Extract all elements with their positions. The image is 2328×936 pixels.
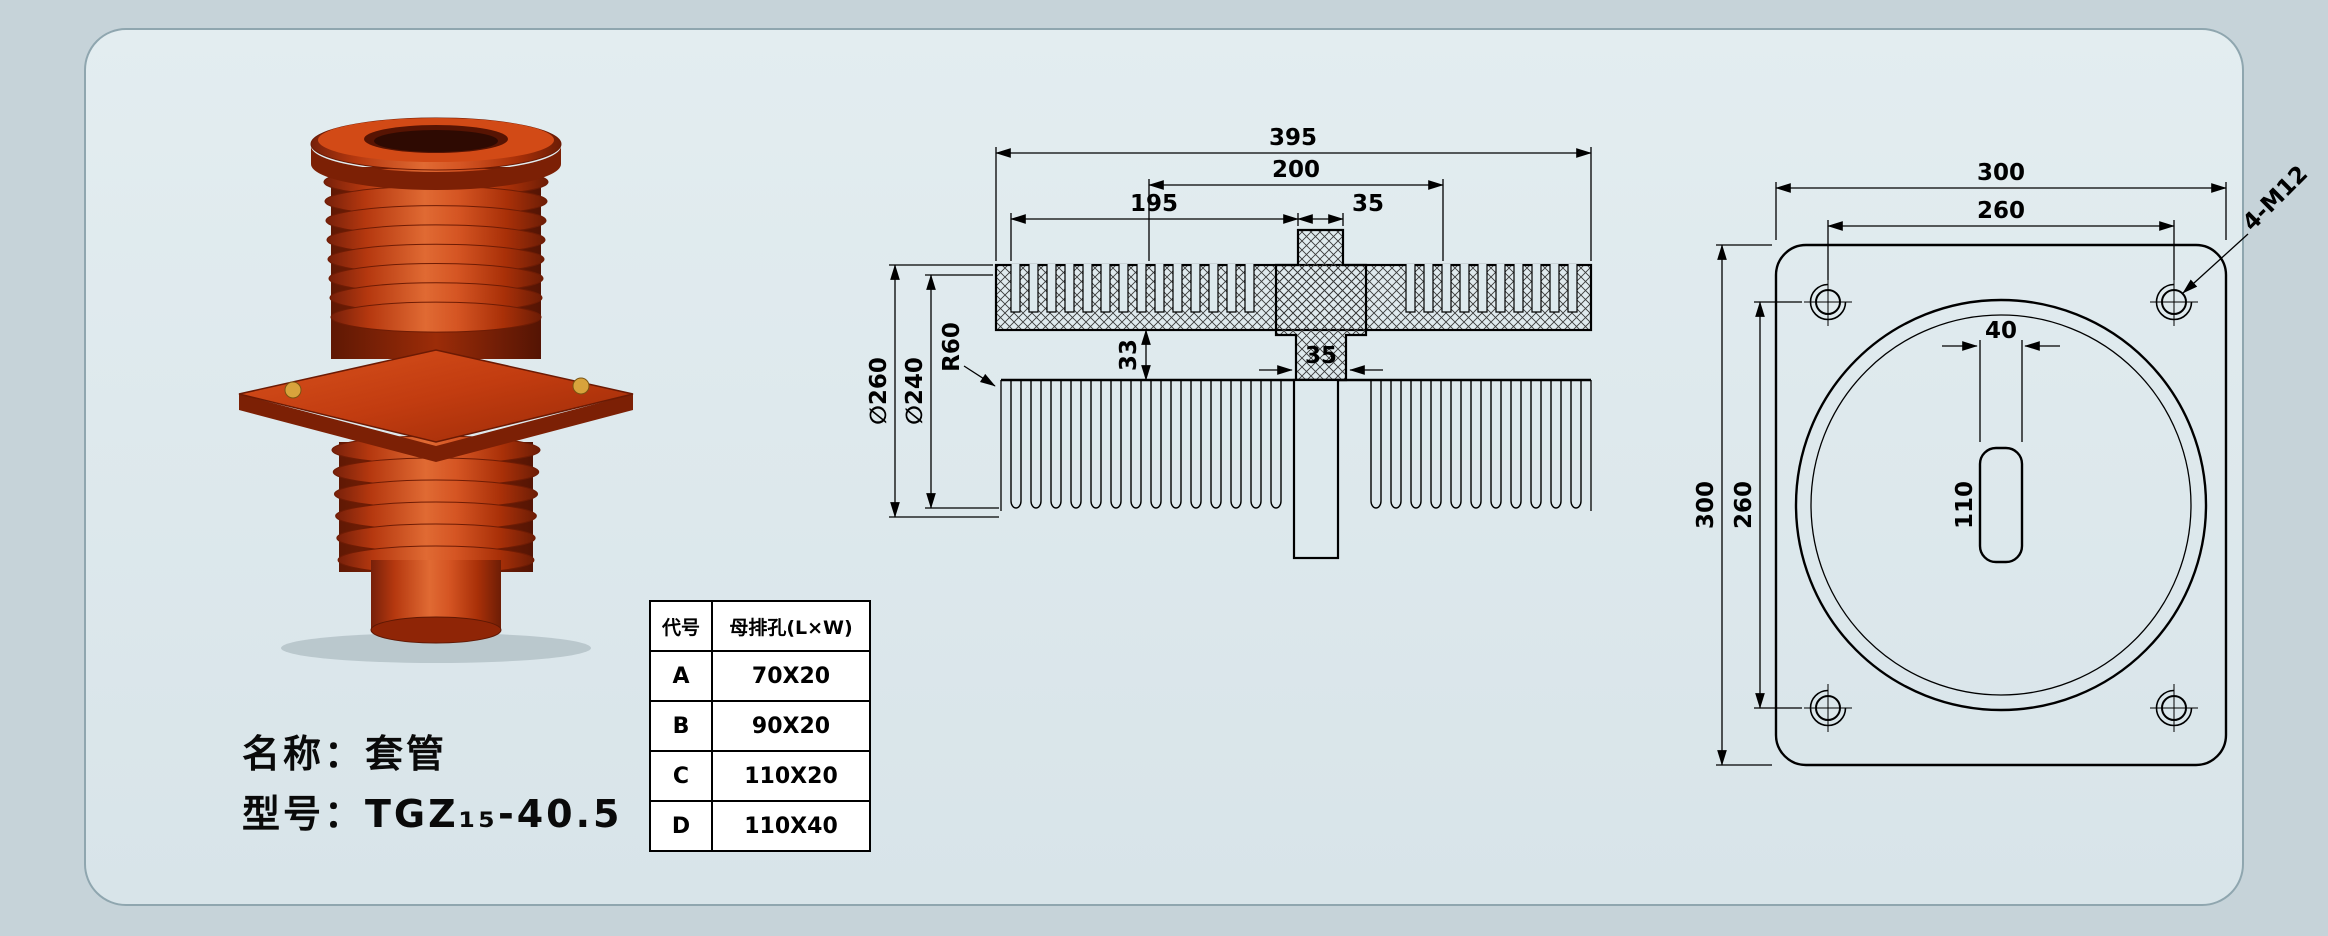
band-slots-right	[1405, 264, 1578, 313]
cell-size-b: 90X20	[711, 700, 871, 752]
dim-35-mid: 35	[1259, 343, 1383, 375]
busbar-slot-section	[1292, 378, 1340, 560]
insulator-inner-circle	[1810, 314, 2192, 696]
cell-size-a: 70X20	[711, 650, 871, 702]
busbar-hole-table: 代号 母排孔(L×W) A 70X20 B 90X20 C 110X20 D 1…	[649, 600, 871, 852]
inner-fins-left	[1010, 381, 1282, 509]
dim-260-left-label: 260	[1731, 481, 1757, 529]
dim-dia260: ∅260	[866, 264, 999, 518]
dim-260-top: 260	[1827, 198, 2175, 280]
dim-dia260-label: ∅260	[866, 357, 892, 425]
dim-40-label: 40	[1985, 318, 2017, 344]
bolt-hole	[1804, 278, 1852, 326]
product-name-label: 名称：套管	[242, 732, 448, 776]
cell-code-d: D	[649, 800, 713, 852]
cell-code-a: A	[649, 650, 713, 702]
header-code: 代号	[649, 600, 713, 652]
inner-fins-right	[1370, 381, 1582, 509]
bolt-hole	[1804, 684, 1852, 732]
table-row: B 90X20	[649, 700, 871, 752]
flange-bolt-left	[284, 381, 302, 399]
dim-260-top-label: 260	[1977, 198, 2025, 224]
flange-plate-top	[238, 349, 634, 443]
bolt-spec-callout: 4-M12	[2182, 161, 2313, 294]
table-row: D 110X40	[649, 800, 871, 852]
cell-size-d: 110X40	[711, 800, 871, 852]
cell-code-b: B	[649, 700, 713, 752]
top-flange	[310, 117, 562, 190]
dim-195-and-35: 195 35	[1010, 191, 1384, 261]
header-size: 母排孔(L×W)	[711, 600, 871, 652]
dim-33-label: 33	[1116, 339, 1142, 371]
bottom-cylinder	[370, 560, 502, 644]
dim-35-top-label: 35	[1352, 191, 1384, 217]
table-row: A 70X20	[649, 650, 871, 702]
insulator-outer-circle	[1794, 298, 2208, 712]
table-row: C 110X20	[649, 750, 871, 802]
product-photo	[238, 117, 634, 663]
dim-300-left-label: 300	[1693, 481, 1719, 529]
dim-300-top: 300	[1775, 160, 2227, 240]
bolt-spec-label: 4-M12	[2238, 161, 2313, 236]
dim-35-mid-label: 35	[1305, 343, 1337, 369]
dim-195-label: 195	[1130, 191, 1178, 217]
section-body	[994, 228, 1593, 560]
dim-dia240: ∅240	[902, 274, 999, 509]
dim-300-left: 300	[1693, 244, 1772, 766]
section-view-drawing: 395 200 195 35 ∅260 ∅240	[866, 125, 1593, 560]
flange-bolt-right	[572, 377, 590, 395]
product-labels: 名称：套管 型号：TGZ₁₅-40.5	[242, 724, 622, 844]
bolt-hole	[2150, 278, 2198, 326]
band-slots-left	[1010, 264, 1255, 313]
product-shadow	[281, 633, 591, 663]
flange-outline	[1774, 243, 2228, 767]
dim-40: 40	[1942, 318, 2060, 442]
dim-r60-label: R60	[939, 322, 965, 372]
spec-sheet-card: 名称：套管 型号：TGZ₁₅-40.5 代号 母排孔(L×W) A 70X20 …	[84, 28, 2313, 906]
dim-r60: R60	[939, 322, 996, 387]
bolt-hole	[2150, 684, 2198, 732]
dim-300-top-label: 300	[1977, 160, 2025, 186]
busbar-slot	[1978, 446, 2024, 564]
front-view-drawing: 300 260 300 260 40 110	[1693, 160, 2313, 767]
dim-dia240-label: ∅240	[902, 357, 928, 425]
dim-200-label: 200	[1272, 157, 1320, 183]
dim-395: 395	[995, 125, 1592, 261]
bolt-holes	[1804, 278, 2198, 732]
cell-size-c: 110X20	[711, 750, 871, 802]
flange-plate-side	[239, 394, 633, 462]
dim-33: 33	[1116, 329, 1151, 381]
dim-395-label: 395	[1269, 125, 1317, 151]
table-header-row: 代号 母排孔(L×W)	[649, 600, 871, 652]
dim-200: 200	[1148, 157, 1444, 261]
upper-ribs	[323, 166, 549, 333]
product-model-label: 型号：TGZ₁₅-40.5	[242, 792, 623, 836]
dim-110-label: 110	[1952, 481, 1978, 529]
dim-260-left: 260	[1731, 301, 1802, 709]
cell-code-c: C	[649, 750, 713, 802]
